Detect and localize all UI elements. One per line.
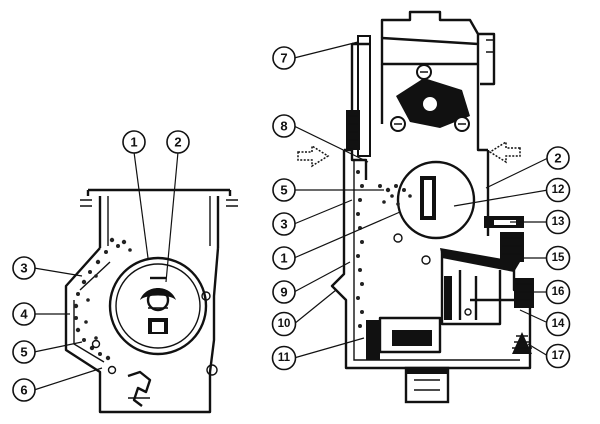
- callout-label: 11: [278, 352, 291, 364]
- callout-1-left: 1: [122, 130, 146, 154]
- callout-label: 15: [552, 252, 565, 264]
- callout-3-left: 3: [12, 256, 36, 280]
- fuel-inlet-arrow: [512, 332, 532, 354]
- callout-2-right: 2: [546, 146, 570, 170]
- callout-14-right: 14: [545, 311, 571, 337]
- callout-label: 14: [552, 318, 565, 330]
- left-carburetor-view: 1 2 3 4 5 6: [12, 130, 238, 414]
- callout-label: 12: [552, 184, 565, 196]
- air-intake-arrow-right: [488, 140, 521, 164]
- callout-label: 13: [552, 216, 565, 228]
- callout-12-right: 12: [545, 177, 571, 203]
- callout-9-right: 9: [272, 280, 296, 304]
- fuel-passage-texture: [73, 237, 132, 361]
- callout-label: 5: [280, 183, 287, 198]
- callout-label: 2: [174, 135, 181, 150]
- callout-label: 6: [20, 383, 27, 398]
- callout-label: 4: [20, 307, 28, 322]
- callout-11-right: 11: [271, 345, 297, 371]
- fuel-passage-texture: [356, 170, 412, 328]
- callout-label: 3: [20, 261, 27, 276]
- callout-label: 3: [280, 217, 287, 232]
- callout-6-left: 6: [12, 378, 36, 402]
- callout-label: 16: [552, 286, 565, 298]
- callout-15-right: 15: [545, 245, 571, 271]
- callout-4-left: 4: [12, 302, 36, 326]
- callout-label: 17: [552, 350, 565, 362]
- callout-8-right: 8: [272, 114, 296, 138]
- callout-label: 5: [20, 345, 27, 360]
- callout-1-right: 1: [272, 246, 296, 270]
- callout-5-left: 5: [12, 340, 36, 364]
- right-carburetor-view: 7 8 5 3 1 9 10 11: [271, 10, 571, 404]
- callout-2-left: 2: [166, 130, 190, 154]
- callout-3-right: 3: [272, 212, 296, 236]
- callout-10-right: 10: [271, 311, 297, 337]
- callout-label: 7: [280, 51, 287, 66]
- callout-label: 2: [554, 151, 561, 166]
- callout-16-right: 16: [545, 279, 571, 305]
- callout-7-right: 7: [272, 46, 296, 70]
- callout-label: 9: [280, 285, 287, 300]
- callout-label: 1: [280, 251, 287, 266]
- callout-17-right: 17: [545, 343, 571, 369]
- callout-label: 8: [280, 119, 287, 134]
- air-intake-arrow-left: [297, 144, 330, 168]
- callout-5-right: 5: [272, 178, 296, 202]
- callout-13-right: 13: [545, 209, 571, 235]
- callout-label: 1: [130, 135, 137, 150]
- callout-label: 10: [278, 318, 291, 330]
